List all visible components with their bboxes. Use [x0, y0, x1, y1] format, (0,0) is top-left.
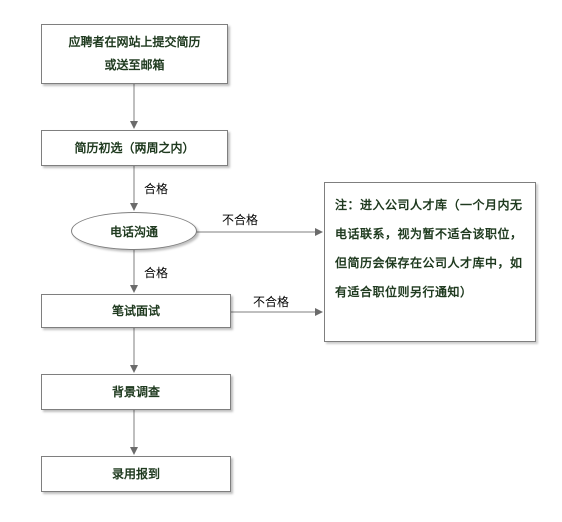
edge-label-fail-1: 不合格	[222, 213, 259, 227]
step-hire-report-label: 录用报到	[111, 466, 160, 481]
talent-pool-note-text: 注：进入公司人才库（一个月内无电话联系，视为暂不适合该职位，但简历会保存在公司人…	[335, 198, 523, 299]
edge-label-fail-2: 不合格	[253, 295, 290, 309]
step-submit-resume: 应聘者在网站上提交简历 或送至邮箱	[41, 24, 228, 84]
step-phone-call-label: 电话沟通	[109, 224, 158, 239]
step-resume-screening-label: 简历初选（两周之内）	[74, 140, 195, 155]
step-background-check-label: 背景调查	[111, 384, 160, 399]
step-background-check: 背景调查	[41, 374, 231, 410]
step-resume-screening: 简历初选（两周之内）	[41, 130, 228, 166]
edge-label-pass-2: 合格	[144, 266, 169, 280]
edge-label-pass-1: 合格	[144, 182, 169, 196]
step-written-interview: 笔试面试	[41, 294, 231, 328]
step-phone-call: 电话沟通	[71, 212, 197, 250]
talent-pool-note: 注：进入公司人才库（一个月内无电话联系，视为暂不适合该职位，但简历会保存在公司人…	[324, 182, 536, 342]
step-written-interview-label: 笔试面试	[111, 303, 160, 318]
step-submit-resume-label: 应聘者在网站上提交简历 或送至邮箱	[68, 35, 201, 72]
step-hire-report: 录用报到	[41, 456, 231, 492]
